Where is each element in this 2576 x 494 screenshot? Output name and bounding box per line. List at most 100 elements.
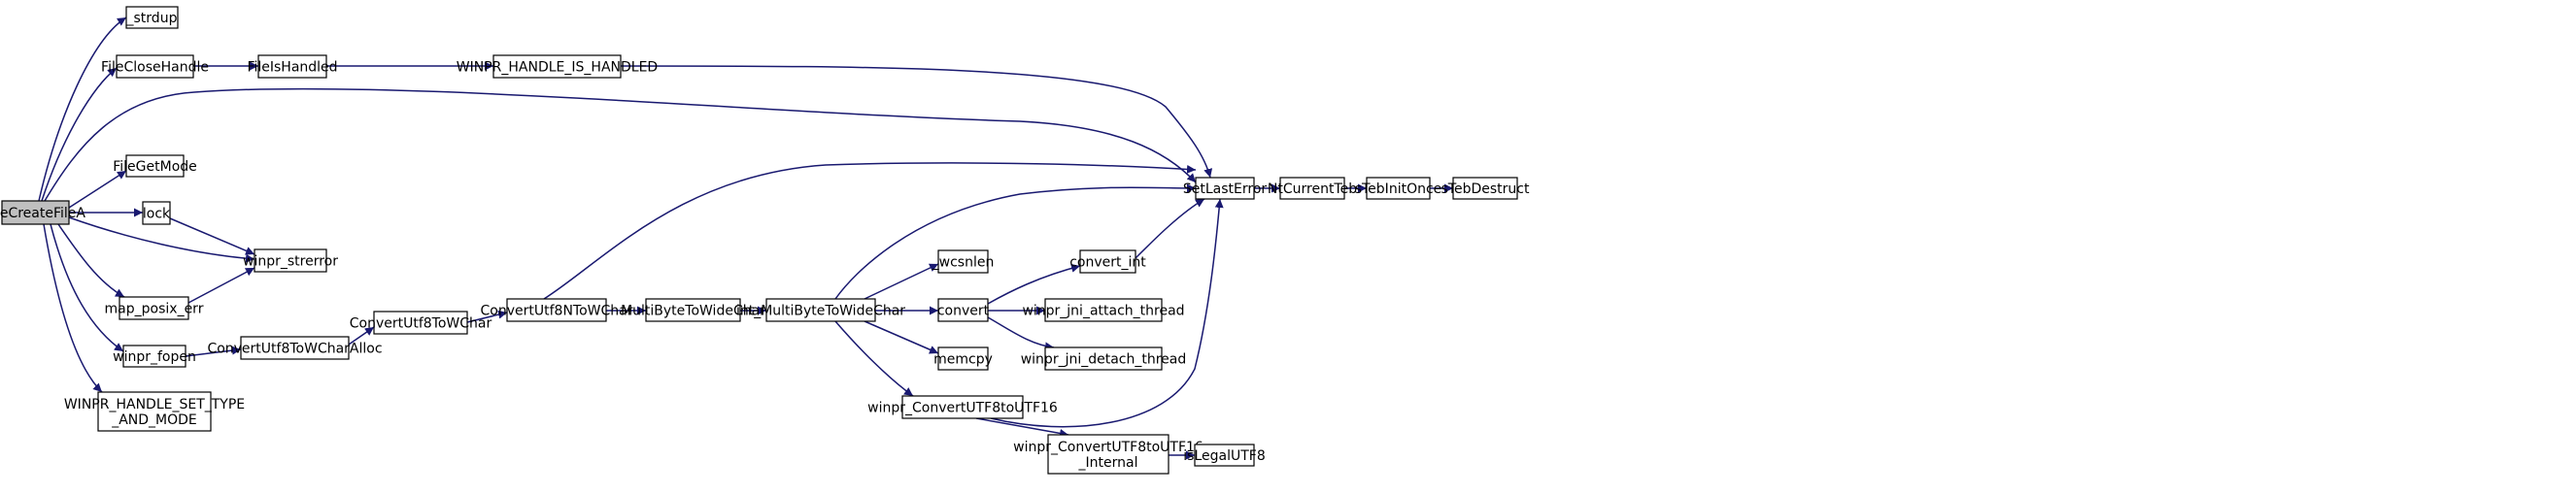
node-label: _Internal xyxy=(1078,455,1138,471)
node-box[interactable] xyxy=(1047,434,1169,475)
node-box[interactable] xyxy=(257,54,327,79)
edge-winpr-convertutf8toutf16-to-winpr-convertutf8toutf16-internal xyxy=(975,417,1069,438)
node-box[interactable] xyxy=(125,6,179,29)
node-label: _wcsnlen xyxy=(932,255,995,271)
node-label: winpr_jni_detach_thread xyxy=(1021,352,1187,368)
node-label: WINPR_HANDLE_SET_TYPE xyxy=(64,397,245,412)
node-box[interactable] xyxy=(373,311,468,335)
node-convertutf8towcharalloc[interactable]: ConvertUtf8ToWCharAlloc xyxy=(207,336,383,360)
edge-filecreatefilea-to-winpr-handle-set-type-and-mode xyxy=(43,223,103,393)
node-winpr-fopen[interactable]: winpr_fopen xyxy=(113,345,196,368)
node-box[interactable] xyxy=(506,298,607,322)
node-label: FileIsHandled xyxy=(247,60,337,76)
node-box[interactable] xyxy=(1452,177,1518,200)
node-label: ConvertUtf8ToWCharAlloc xyxy=(207,342,382,357)
node-winpr-jni-detach-thread[interactable]: winpr_jni_detach_thread xyxy=(1021,346,1187,371)
node-label: winpr_strerror xyxy=(243,254,338,270)
node-winpr-convertutf8toutf16[interactable]: winpr_ConvertUTF8toUTF16 xyxy=(867,395,1058,419)
edge-map-posix-err-to-winpr-strerror xyxy=(187,267,255,304)
node-box[interactable] xyxy=(125,154,185,178)
node-label: isLegalUTF8 xyxy=(1183,448,1265,464)
node-box[interactable] xyxy=(119,296,189,320)
node-label: ConvertUtf8NToWChar xyxy=(481,304,633,319)
node-box[interactable] xyxy=(1044,298,1163,322)
node-winpr-handle-set-type-and-mode[interactable]: WINPR_HANDLE_SET_TYPE_AND_MODE xyxy=(64,391,245,432)
node-stebdestruct[interactable]: sTebDestruct xyxy=(1441,177,1530,200)
node-label: map_posix_err xyxy=(105,302,204,317)
edge-convertutf8towcharalloc-to-convertutf8towchar xyxy=(348,326,375,346)
node-multibytetowidechar[interactable]: MultiByteToWideChar xyxy=(621,298,765,322)
node-label: WINPR_HANDLE_IS_HANDLED xyxy=(457,60,658,76)
edge-filecreatefilea-to-winpr-fopen xyxy=(50,223,124,352)
node-winpr-jni-attach-thread[interactable]: winpr_jni_attach_thread xyxy=(1022,298,1185,322)
node-box[interactable] xyxy=(1195,177,1255,200)
node-filegetmode[interactable]: FileGetMode xyxy=(113,154,197,178)
node-map-posix-err[interactable]: map_posix_err xyxy=(105,296,204,320)
edge-convert-to-winpr-jni-detach-thread xyxy=(987,316,1055,351)
node-winpr-convertutf8toutf16-internal[interactable]: winpr_ConvertUTF8toUTF16_Internal xyxy=(1013,434,1203,475)
node-label: int_MultiByteToWideChar xyxy=(736,304,905,319)
node-box[interactable] xyxy=(937,249,989,274)
node-filecreatefilea[interactable]: FileCreateFileA xyxy=(0,200,85,225)
node-box[interactable] xyxy=(645,298,741,322)
edge-int-multibytetowidechar-to-setlasterror xyxy=(834,183,1197,300)
node-box[interactable] xyxy=(937,346,989,371)
node-label: ConvertUtf8ToWChar xyxy=(350,316,492,332)
node-box[interactable] xyxy=(901,395,1024,419)
edge-filecreatefilea-to-winpr-strerror xyxy=(68,216,255,263)
node-label: sTebInitOnce xyxy=(1355,181,1442,197)
node-box[interactable] xyxy=(240,336,350,360)
node-box[interactable] xyxy=(1366,177,1431,200)
edge-winpr-convertutf8toutf16-to-setlasterror xyxy=(990,198,1224,428)
node-box[interactable] xyxy=(122,345,186,368)
node-label: memcpy xyxy=(933,352,993,368)
node-box[interactable] xyxy=(1279,177,1345,200)
node-label: _AND_MODE xyxy=(111,412,197,428)
node-box[interactable] xyxy=(492,54,622,79)
node-box[interactable] xyxy=(1,200,70,225)
node-setlasterror[interactable]: SetLastError xyxy=(1183,177,1268,200)
edge-filecreatefilea-to-setlasterror xyxy=(44,87,1197,202)
edges-layer xyxy=(38,16,1453,460)
edge-winpr-handle-is-handled-to-setlasterror xyxy=(620,65,1213,179)
node-box[interactable] xyxy=(97,391,212,432)
node-box[interactable] xyxy=(1194,444,1255,467)
node-stebinitonce[interactable]: sTebInitOnce xyxy=(1355,177,1442,200)
node-winpr-handle-is-handled[interactable]: WINPR_HANDLE_IS_HANDLED xyxy=(457,54,658,79)
node-fileishandled[interactable]: FileIsHandled xyxy=(247,54,338,79)
node-strdup[interactable]: _strdup xyxy=(125,6,179,29)
node-int-multibytetowidechar[interactable]: int_MultiByteToWideChar xyxy=(736,298,905,322)
node-memcpy[interactable]: memcpy xyxy=(933,346,993,371)
edge-convert-int-to-setlasterror xyxy=(1135,198,1205,259)
node-box[interactable] xyxy=(1079,249,1136,274)
node-box[interactable] xyxy=(116,54,194,79)
node-label: winpr_ConvertUTF8toUTF16 xyxy=(1013,440,1203,455)
edge-int-multibytetowidechar-to-memcpy xyxy=(864,320,939,354)
node-wcsnlen[interactable]: _wcsnlen xyxy=(932,249,995,274)
node-convertutf8towchar[interactable]: ConvertUtf8ToWChar xyxy=(350,311,492,335)
node-label: winpr_jni_attach_thread xyxy=(1022,304,1184,319)
node-islegalutf8[interactable]: isLegalUTF8 xyxy=(1183,444,1266,467)
node-convertutf8ntowchar[interactable]: ConvertUtf8NToWChar xyxy=(481,298,633,322)
node-box[interactable] xyxy=(142,201,171,225)
node-fileclosehandle[interactable]: FileCloseHandle xyxy=(101,54,209,79)
node-label: convert xyxy=(937,304,990,319)
node-convert[interactable]: convert xyxy=(937,298,990,322)
edge-filecreatefilea-to-filegetmode xyxy=(68,170,127,209)
node-convert-int[interactable]: convert_int xyxy=(1069,249,1146,274)
edge-convert-to-convert-int xyxy=(987,263,1081,305)
node-box[interactable] xyxy=(937,298,989,322)
node-box[interactable] xyxy=(1044,346,1163,371)
node-winpr-strerror[interactable]: winpr_strerror xyxy=(243,248,338,273)
node-label: convert_int xyxy=(1069,255,1146,271)
node-box[interactable] xyxy=(765,298,876,322)
node-box[interactable] xyxy=(254,248,327,273)
node-lock[interactable]: lock xyxy=(142,201,171,225)
edge-int-multibytetowidechar-to-wcsnlen xyxy=(864,263,939,300)
node-ntcurrentteb[interactable]: NtCurrentTeb xyxy=(1268,177,1357,200)
edge-int-multibytetowidechar-to-winpr-convertutf8toutf16 xyxy=(834,320,914,397)
node-label: winpr_ConvertUTF8toUTF16 xyxy=(867,401,1058,416)
node-label: FileGetMode xyxy=(113,159,197,175)
edge-convertutf8towchar-to-convertutf8ntowchar xyxy=(466,310,508,323)
